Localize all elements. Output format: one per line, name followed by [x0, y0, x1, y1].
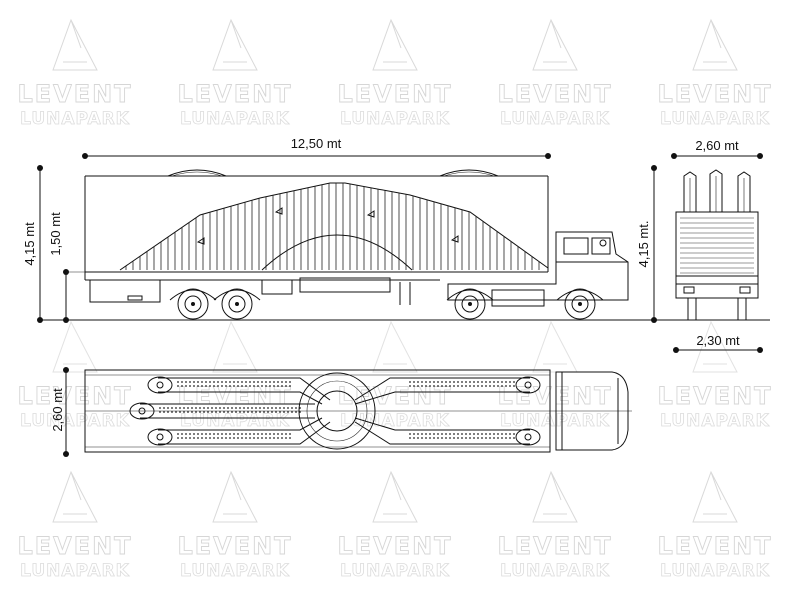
floor-height-label: 1,50 mt: [48, 212, 63, 256]
watermark-layer: LEVENTLUNAPARKLEVENTLUNAPARKLEVENTLUNAPA…: [17, 18, 772, 581]
watermark-brand-1: LEVENT: [17, 80, 132, 108]
watermark-brand-2: LUNAPARK: [500, 411, 610, 431]
watermark-brand-2: LUNAPARK: [180, 561, 290, 581]
watermark-brand-2: LUNAPARK: [660, 109, 770, 129]
top-gear-front: [439, 169, 499, 177]
watermark-brand-1: LEVENT: [177, 80, 292, 108]
watermark-brand-1: LEVENT: [497, 80, 612, 108]
rear-top-width-label: 2,60 mt: [695, 138, 739, 153]
watermark-brand-2: LUNAPARK: [500, 109, 610, 129]
cab-front-window: [591, 237, 611, 255]
watermark-brand-2: LUNAPARK: [180, 109, 290, 129]
watermark-brand-2: LUNAPARK: [660, 561, 770, 581]
fuel-tank: [491, 289, 545, 307]
watermark-brand-1: LEVENT: [337, 80, 452, 108]
rear-body: [675, 211, 759, 277]
watermark-brand-1: LEVENT: [337, 532, 452, 560]
top-width-label: 2,60 mt: [50, 388, 65, 432]
watermark-brand-2: LUNAPARK: [340, 109, 450, 129]
rear-bumper: [675, 283, 759, 299]
watermark-brand-2: LUNAPARK: [20, 109, 130, 129]
rear-height-label: 4,15 mt.: [636, 221, 651, 268]
top-gear-rear: [167, 169, 227, 177]
seat-rows: [159, 381, 515, 439]
truck-wheel-front: [564, 288, 596, 320]
side-view: 12,50 mt 4,15 mt 1,50 mt: [22, 136, 650, 323]
rear-bumper-box: [89, 279, 161, 303]
rear-bottom-width-label: 2,30 mt: [696, 333, 740, 348]
watermark-brand-1: LEVENT: [17, 532, 132, 560]
watermark-brand-2: LUNAPARK: [340, 561, 450, 581]
truck-cab: [447, 231, 629, 301]
watermark-brand-1: LEVENT: [177, 532, 292, 560]
rear-wheel-2: [221, 288, 253, 320]
watermark-brand-2: LUNAPARK: [660, 411, 770, 431]
central-hub: [298, 372, 376, 450]
watermark-brand-1: LEVENT: [337, 382, 452, 410]
top-view: 2,60 mt: [50, 367, 632, 457]
rear-wheel-1: [177, 288, 209, 320]
folded-ride-arch: [119, 182, 549, 271]
watermark-brand-2: LUNAPARK: [180, 411, 290, 431]
watermark-brand-2: LUNAPARK: [20, 561, 130, 581]
watermark-brand-2: LUNAPARK: [20, 411, 130, 431]
total-height-label: 4,15 mt: [22, 222, 37, 266]
rear-view: 2,60 mt 4,15 mt. 2,30 mt: [636, 138, 770, 353]
truck-wheel-rear: [454, 288, 486, 320]
inner-arch: [261, 234, 413, 271]
watermark-brand-1: LEVENT: [657, 382, 772, 410]
length-label: 12,50 mt: [291, 136, 342, 151]
cab-plan: [555, 371, 629, 451]
watermark-brand-2: LUNAPARK: [500, 561, 610, 581]
ride-hatching: [125, 183, 540, 270]
driver-head: [599, 239, 607, 247]
watermark-brand-1: LEVENT: [657, 80, 772, 108]
watermark-brand-2: LUNAPARK: [340, 411, 450, 431]
watermark-brand-1: LEVENT: [657, 532, 772, 560]
landing-gear-box: [299, 277, 391, 293]
watermark-brand-1: LEVENT: [497, 532, 612, 560]
watermark-brand-1: LEVENT: [17, 382, 132, 410]
cab-side-window: [563, 237, 589, 255]
